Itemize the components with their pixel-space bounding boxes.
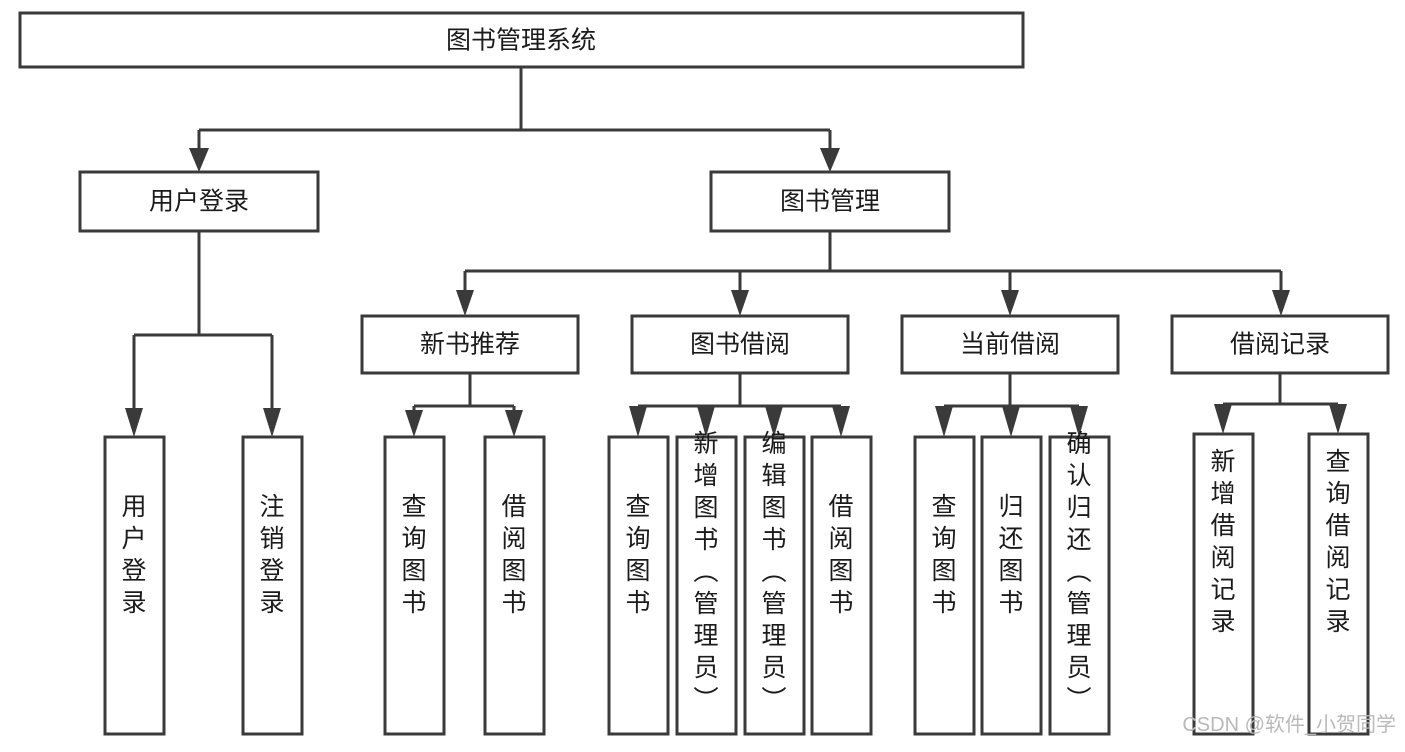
leaf-book-borrow-2-label: 编辑图书︵管理员︶ (761, 430, 786, 714)
arrowhead-new-book-leaf-0 (405, 410, 423, 437)
leaf-user-login-1-label: 注销登录 (259, 493, 284, 617)
leaf-current-borrow-1-box[interactable] (980, 435, 1043, 736)
node-new-book-recommend[interactable]: 新书推荐 (360, 314, 580, 375)
arrowhead-current-borrow (1001, 290, 1019, 316)
connector-layer (125, 67, 1347, 437)
node-current-borrow-box[interactable] (900, 314, 1120, 375)
arrowhead-book-mgmt (820, 148, 840, 172)
arrowhead-new-book-leaf-1 (505, 410, 523, 437)
leaf-new-book-0[interactable]: 查询图书 (383, 435, 446, 736)
node-book-management-box[interactable] (709, 170, 951, 233)
node-book-borrow[interactable]: 图书借阅 (630, 314, 850, 375)
leaf-borrow-record-0[interactable]: 新增借阅记录 (1192, 432, 1255, 736)
leaf-new-book-0-label: 查询图书 (401, 493, 426, 617)
leaf-borrow-record-1-box[interactable] (1307, 432, 1370, 736)
leaf-borrow-record-1[interactable]: 查询借阅记录 (1307, 432, 1370, 736)
leaf-borrow-record-0-box[interactable] (1192, 432, 1255, 736)
csdn-watermark: CSDN @软件_小贺同学 (1182, 713, 1396, 736)
leaf-book-borrow-1-box[interactable] (675, 435, 738, 736)
node-user-login-label: 用户登录 (149, 188, 249, 216)
leaf-borrow-record-1-label: 查询借阅记录 (1325, 448, 1350, 636)
leaf-current-borrow-0-label: 查询图书 (931, 493, 956, 617)
leaf-book-borrow-1[interactable]: 新增图书︵管理员︶ (675, 430, 738, 736)
arrowhead-book-borrow-leaf-0 (629, 406, 647, 437)
node-root-box[interactable] (18, 11, 1025, 69)
leaf-new-book-1-box[interactable] (483, 435, 546, 736)
arrowhead-current-borrow-leaf-0 (935, 406, 953, 437)
node-book-borrow-box[interactable] (630, 314, 850, 375)
arrowhead-book-borrow-leaf-2 (765, 406, 783, 437)
node-root-label: 图书管理系统 (446, 27, 596, 55)
leaf-current-borrow-0[interactable]: 查询图书 (913, 435, 976, 736)
node-borrow-record-label: 借阅记录 (1230, 331, 1330, 359)
leaf-user-login-1[interactable]: 注销登录 (241, 435, 304, 736)
leaf-current-borrow-1-label: 归还图书 (998, 493, 1023, 617)
arrowhead-current-borrow-leaf-1 (1002, 406, 1020, 437)
arrowhead-borrow-record-leaf-1 (1329, 404, 1347, 434)
leaf-user-login-0-box[interactable] (103, 435, 166, 736)
leaf-book-borrow-3[interactable]: 借阅图书 (810, 435, 873, 736)
leaf-new-book-1[interactable]: 借阅图书 (483, 435, 546, 736)
arrowhead-current-borrow-leaf-2 (1070, 406, 1088, 437)
arrowhead-new-book (456, 290, 474, 316)
leaf-current-borrow-2-box[interactable] (1048, 435, 1111, 736)
node-user-login-box[interactable] (78, 170, 320, 233)
leaf-user-login-0[interactable]: 用户登录 (103, 435, 166, 736)
arrowhead-book-borrow (731, 290, 749, 316)
leaf-book-borrow-0-label: 查询图书 (625, 493, 650, 617)
node-new-book-recommend-box[interactable] (360, 314, 580, 375)
leaf-user-login-1-box[interactable] (241, 435, 304, 736)
node-book-management[interactable]: 图书管理 (709, 170, 951, 233)
leaf-current-borrow-1[interactable]: 归还图书 (980, 435, 1043, 736)
arrowhead-book-borrow-leaf-3 (832, 406, 850, 437)
arrowhead-borrow-record-leaf-0 (1214, 404, 1232, 434)
arrowhead-borrow-record (1272, 290, 1290, 316)
leaf-current-borrow-0-box[interactable] (913, 435, 976, 736)
node-borrow-record[interactable]: 借阅记录 (1170, 314, 1390, 375)
leaf-current-borrow-2-label: 确认归还︵管理员︶ (1066, 430, 1091, 714)
leaf-current-borrow-2[interactable]: 确认归还︵管理员︶ (1048, 430, 1111, 736)
leaf-book-borrow-2[interactable]: 编辑图书︵管理员︶ (743, 430, 806, 736)
arrowhead-user-login (189, 148, 209, 172)
node-current-borrow[interactable]: 当前借阅 (900, 314, 1120, 375)
node-borrow-record-box[interactable] (1170, 314, 1390, 375)
leaf-book-borrow-3-box[interactable] (810, 435, 873, 736)
node-root-book-management-system[interactable]: 图书管理系统 (18, 11, 1025, 69)
leaf-book-borrow-0[interactable]: 查询图书 (607, 435, 670, 736)
leaf-book-borrow-1-label: 新增图书︵管理员︶ (693, 430, 718, 714)
node-user-login[interactable]: 用户登录 (78, 170, 320, 233)
leaf-book-borrow-0-box[interactable] (607, 435, 670, 736)
node-new-book-recommend-label: 新书推荐 (420, 331, 520, 359)
arrowhead-book-borrow-leaf-1 (697, 406, 715, 437)
leaf-book-borrow-2-box[interactable] (743, 435, 806, 736)
leaf-new-book-1-label: 借阅图书 (501, 493, 526, 617)
node-book-management-label: 图书管理 (780, 188, 880, 216)
node-current-borrow-label: 当前借阅 (960, 331, 1060, 359)
arrowhead-user-login-leaf-0 (125, 408, 143, 437)
leaf-book-borrow-3-label: 借阅图书 (828, 493, 853, 617)
leaf-user-login-0-label: 用户登录 (121, 493, 146, 617)
node-book-borrow-label: 图书借阅 (690, 331, 790, 359)
leaf-new-book-0-box[interactable] (383, 435, 446, 736)
leaf-borrow-record-0-label: 新增借阅记录 (1210, 448, 1235, 636)
arrowhead-user-login-leaf-1 (263, 408, 281, 437)
